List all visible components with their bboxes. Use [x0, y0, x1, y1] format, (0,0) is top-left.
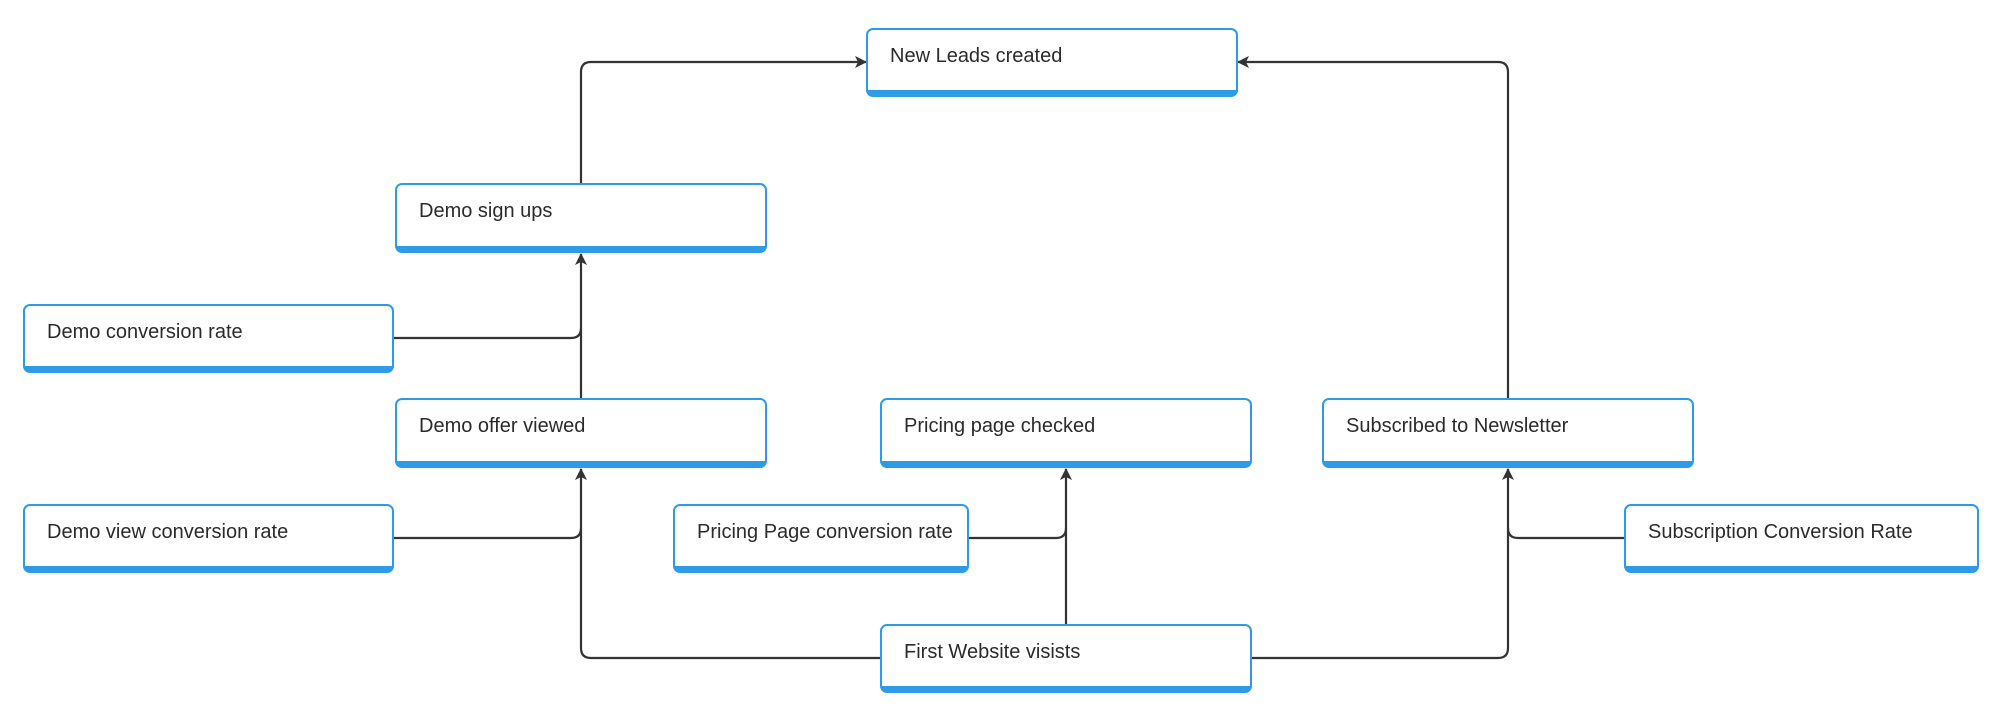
edge-demo-conversion-rate-to-demo-signups	[394, 327, 583, 340]
node-label: Demo conversion rate	[47, 320, 243, 343]
node-pricing-page-checked[interactable]: Pricing page checked	[880, 398, 1252, 468]
node-label: Subscribed to Newsletter	[1346, 415, 1569, 437]
node-subscribed-to-newsletter[interactable]: Subscribed to Newsletter	[1322, 398, 1694, 468]
edge-subscription-rate-to-newsletter	[1506, 527, 1624, 540]
node-label: New Leads created	[890, 44, 1063, 67]
edge-first-visits-to-newsletter	[1251, 468, 1514, 660]
node-label: Demo offer viewed	[419, 415, 586, 437]
node-label: Demo view conversion rate	[47, 520, 289, 543]
node-demo-offer-viewed[interactable]: Demo offer viewed	[395, 398, 767, 468]
node-pricing-page-conversion-rate[interactable]: Pricing Page conversion rate	[673, 504, 969, 573]
node-first-website-visits[interactable]: First Website visists	[880, 624, 1252, 693]
node-label: First Website visists	[904, 640, 1081, 663]
edge-pricing-rate-to-pricing	[969, 527, 1068, 540]
edge-newsletter-to-new-leads	[1237, 56, 1510, 398]
edge-first-visits-to-demo-offer	[575, 468, 881, 660]
edge-demo-view-rate-to-demo-offer	[394, 527, 583, 540]
node-label: Pricing Page conversion rate	[697, 520, 953, 543]
node-demo-view-conversion-rate[interactable]: Demo view conversion rate	[23, 504, 394, 573]
node-label: Subscription Conversion Rate	[1648, 520, 1913, 543]
node-subscription-conversion-rate[interactable]: Subscription Conversion Rate	[1624, 504, 1979, 573]
edge-demo-signups-to-new-leads	[579, 56, 867, 183]
node-demo-sign-ups[interactable]: Demo sign ups	[395, 183, 767, 253]
node-demo-conversion-rate[interactable]: Demo conversion rate	[23, 304, 394, 373]
node-label: Pricing page checked	[904, 415, 1096, 437]
node-label: Demo sign ups	[419, 200, 553, 222]
node-new-leads-created[interactable]: New Leads created	[866, 28, 1238, 97]
